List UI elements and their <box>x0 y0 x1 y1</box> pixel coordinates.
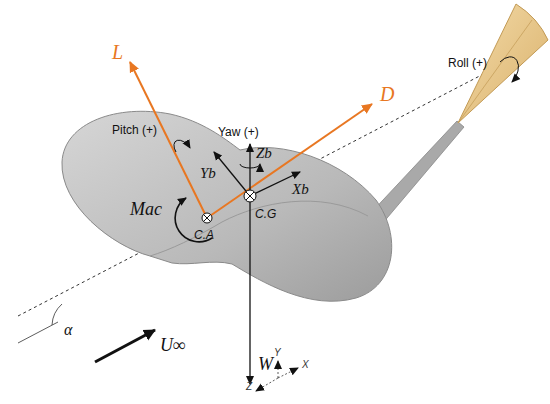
zb-axis <box>249 144 250 196</box>
cg-marker <box>244 190 256 202</box>
drag-arrow <box>207 104 372 218</box>
alpha-label: α <box>64 322 72 338</box>
weight-arrow <box>249 196 250 384</box>
tail <box>368 121 464 224</box>
zb-label: Zb <box>256 146 272 161</box>
freestream-label: U∞ <box>160 336 186 354</box>
x-axis <box>278 368 298 378</box>
weight-label: W <box>258 355 273 373</box>
y-axis <box>278 361 279 378</box>
body-ridge <box>150 201 368 256</box>
pitch-label: Pitch (+) <box>112 124 157 136</box>
yb-axis <box>214 152 250 196</box>
ca-label: C.A <box>194 229 214 241</box>
roll-label: Roll (+) <box>448 57 487 69</box>
pitch-rotation <box>174 140 190 152</box>
moment-label: Mac <box>130 200 162 218</box>
ca-marker <box>202 213 212 223</box>
lift-label: L <box>112 42 123 62</box>
freestream-arrow <box>95 330 155 362</box>
z-axis-label: Z <box>246 382 252 392</box>
fin-ray <box>458 20 532 123</box>
roll-axis <box>18 42 545 316</box>
alpha-arc <box>52 304 62 325</box>
yb-label: Yb <box>200 166 216 181</box>
z-axis <box>256 378 278 391</box>
roll-rotation <box>500 57 518 82</box>
xb-label: Xb <box>292 182 309 197</box>
yaw-rotation <box>240 164 260 168</box>
alpha-reference <box>18 322 58 343</box>
lift-arrow <box>130 62 207 218</box>
manta-body <box>62 111 392 301</box>
drag-label: D <box>380 84 394 104</box>
cg-label: C.G <box>255 208 276 220</box>
yaw-label: Yaw (+) <box>218 126 259 138</box>
y-axis-label: Y <box>274 348 281 358</box>
x-axis-label: X <box>302 360 309 370</box>
